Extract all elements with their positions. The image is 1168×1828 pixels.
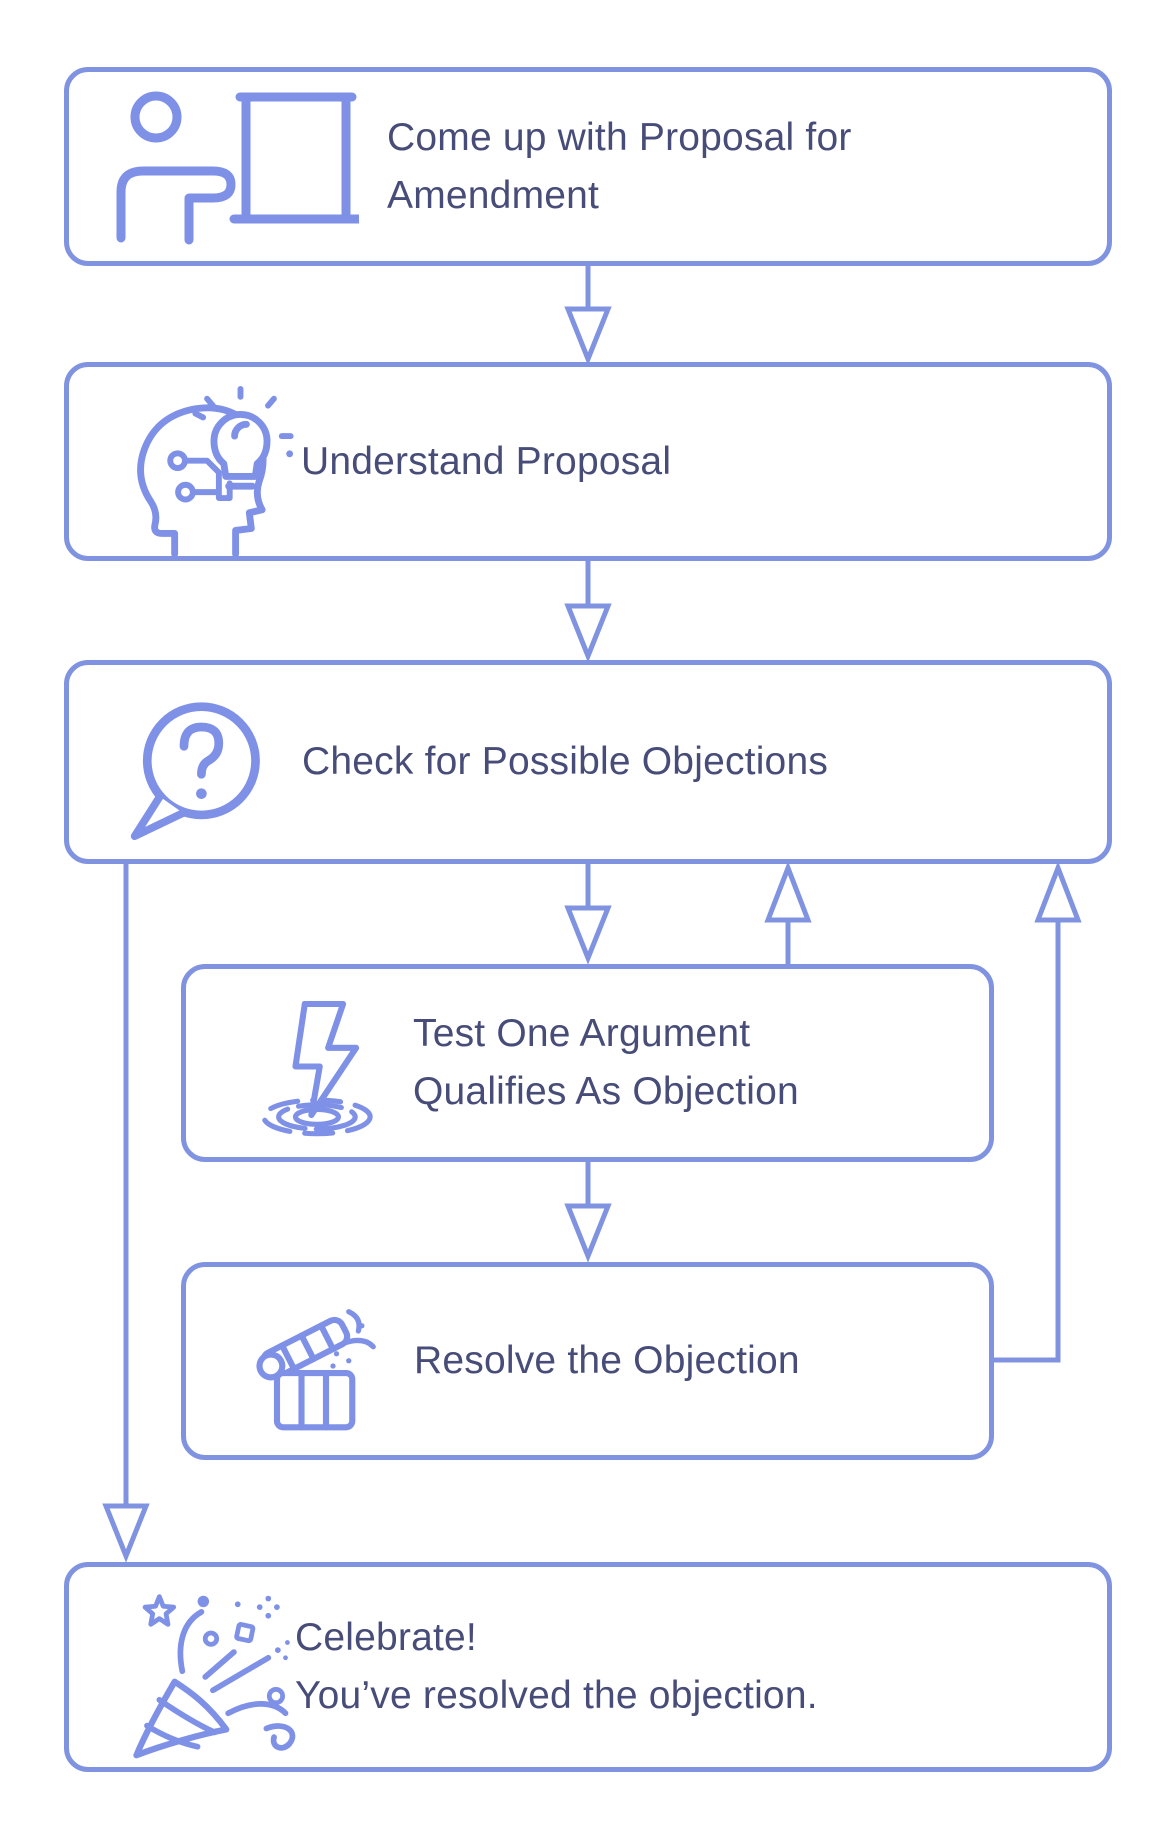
step-label-celebrate: Celebrate! You’ve resolved the objection… <box>295 1616 818 1717</box>
step-label-understand: Understand Proposal <box>301 439 672 483</box>
party-popper-icon <box>121 1589 321 1761</box>
step-label-check: Check for Possible Objections <box>302 740 829 783</box>
step-box-test: Test One Argument Qualifies As Objection <box>181 964 994 1162</box>
arrow-resolve-to-check-loop <box>991 861 1082 1363</box>
arrow-check-to-test <box>564 862 612 965</box>
presenter-icon <box>109 88 359 253</box>
arrow-test-to-resolve <box>564 1160 612 1263</box>
step-label-resolve: Resolve the Objection <box>414 1339 800 1382</box>
arrow-understand-to-check <box>564 559 612 663</box>
step-box-resolve: Resolve the Objection <box>181 1262 994 1460</box>
step-label-propose: Come up with Proposal for Amendment <box>387 115 852 217</box>
arrow-propose-to-understand <box>564 264 612 366</box>
arrow-test-to-check <box>764 861 812 964</box>
step-label-test: Test One Argument Qualifies As Objection <box>413 1012 799 1113</box>
step-box-understand: Understand Proposal <box>64 362 1112 561</box>
question-bubble-icon <box>123 697 273 842</box>
step-box-check: Check for Possible Objections <box>64 660 1112 864</box>
lightning-impact-icon <box>246 1001 386 1146</box>
arrow-check-to-celebrate <box>102 862 150 1563</box>
step-box-celebrate: Celebrate! You’ve resolved the objection… <box>64 1562 1112 1772</box>
gift-icon <box>242 1291 382 1441</box>
step-box-propose: Come up with Proposal for Amendment <box>64 67 1112 266</box>
brain-idea-icon <box>117 385 307 557</box>
